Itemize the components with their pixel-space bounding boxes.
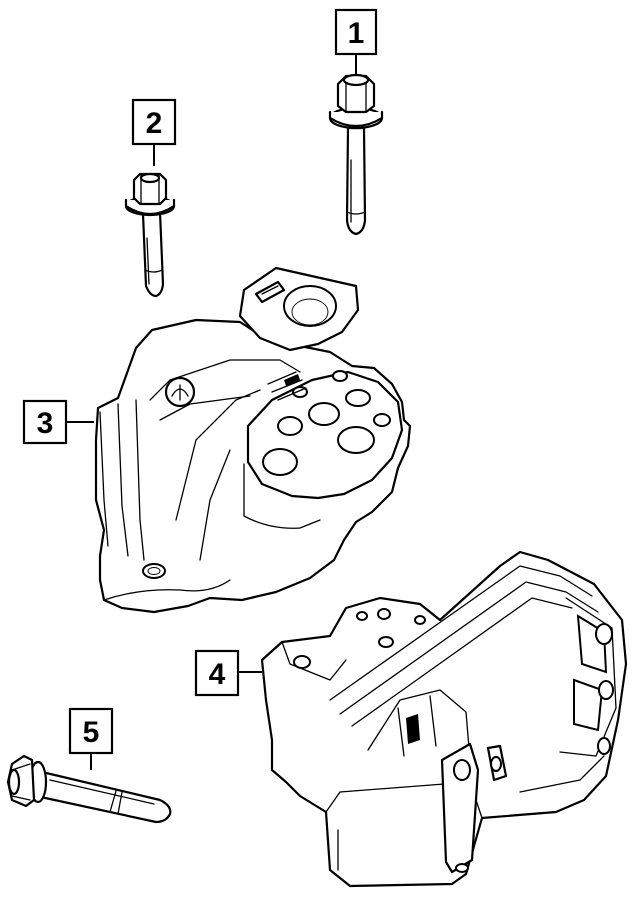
- mount-bracket[interactable]: [260, 550, 628, 888]
- callout-3[interactable]: 3: [22, 399, 94, 445]
- callout-2[interactable]: 2: [131, 98, 177, 166]
- callout-5-box: [68, 707, 114, 755]
- bolt-5[interactable]: [6, 754, 172, 824]
- callout-2-box: [131, 98, 177, 146]
- bolt-2[interactable]: [124, 172, 176, 298]
- callout-1[interactable]: 1: [334, 8, 378, 74]
- engine-mount[interactable]: [94, 266, 412, 614]
- callout-1-label: 1: [348, 17, 365, 50]
- callout-5-label: 5: [83, 716, 100, 749]
- callout-2-label: 2: [146, 107, 163, 140]
- callout-5[interactable]: 5: [68, 707, 114, 770]
- callout-4-label: 4: [209, 658, 226, 691]
- callout-3-label: 3: [37, 407, 54, 440]
- callout-4[interactable]: 4: [194, 649, 262, 697]
- bolt-1[interactable]: [328, 73, 384, 236]
